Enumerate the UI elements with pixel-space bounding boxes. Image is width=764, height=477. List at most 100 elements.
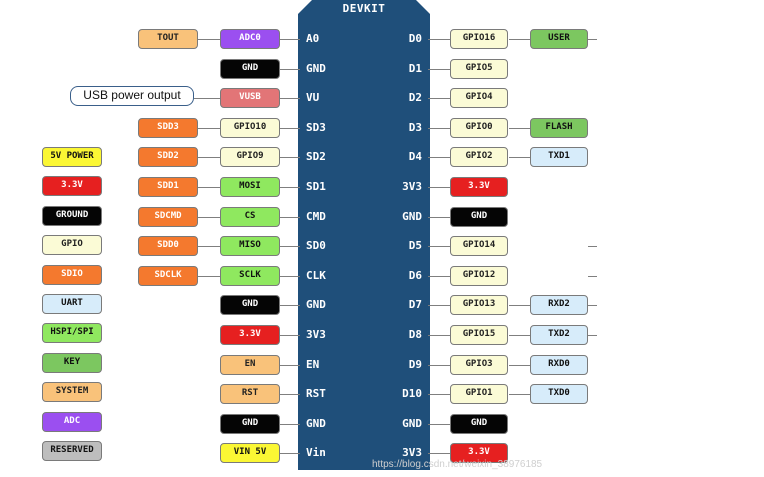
pin-connector-line [509,39,530,40]
pin-connector-line [588,335,597,336]
legend-item-key: KEY [42,353,102,373]
pin-function-key: FLASH [530,118,588,138]
pin-label-spi: MOSI [220,177,280,197]
board-pin-left: GND [306,62,326,75]
pin-function-uart: TXD2 [530,325,588,345]
usb-power-output-label: USB power output [70,86,194,106]
board-pin-left: SD3 [306,121,326,134]
pin-label-gpio: GPIO15 [450,325,508,345]
pin-connector-line [509,128,530,129]
pin-function-uart: TXD0 [530,384,588,404]
pin-connector-line [428,246,452,247]
legend-item-res: RESERVED [42,441,102,461]
board-pin-left: EN [306,358,320,371]
board-pin-right: D7 [408,298,422,311]
legend-item-uart: UART [42,294,102,314]
pin-connector-line [428,276,452,277]
pin-connector-line [198,157,220,158]
pin-connector-line [509,365,530,366]
watermark: https://blog.csdn.net/weixin_38976185 [372,459,543,470]
pin-connector-line [280,365,300,366]
pin-connector-line [198,128,220,129]
pin-label-gpio: GPIO3 [450,355,508,375]
pin-connector-line [428,187,452,188]
legend-item-gpio: GPIO [42,235,102,255]
board-pin-right: GND [402,210,422,223]
pin-connector-line [428,365,452,366]
pin-label-spi: CS [220,207,280,227]
board-title: DEVKIT [342,2,386,15]
pin-connector-line [198,187,220,188]
pin-connector-line [509,157,530,158]
board-pin-left: RST [306,387,326,400]
pin-connector-line [509,305,530,306]
board-pin-right: 3V3 [402,180,422,193]
pin-label-spi: SCLK [220,266,280,286]
pin-connector-line [198,217,220,218]
pin-label-gnd: GND [220,295,280,315]
board-pin-left: SD2 [306,150,326,163]
pin-label-gpio: GPIO12 [450,266,508,286]
board-pin-right: D8 [408,328,422,341]
pin-label-gpio: GPIO9 [220,147,280,167]
usb-connector-line [194,98,220,99]
pin-connector-line [428,69,452,70]
pin-label-pow: 3.3V [450,443,508,463]
legend-item-sdio: SDIO [42,265,102,285]
pin-connector-line [428,305,452,306]
legend-item-sys: SYSTEM [42,382,102,402]
legend-item-v5: 5V POWER [42,147,102,167]
pin-label-gpio: GPIO1 [450,384,508,404]
pin-function-sdio: SDD3 [138,118,198,138]
pin-label-gnd: GND [220,414,280,434]
board-pin-left: CMD [306,210,326,223]
pin-connector-line [509,394,530,395]
devkit-board [298,0,430,470]
pin-connector-line [280,424,300,425]
pin-function-uart: RXD2 [530,295,588,315]
legend-item-adc: ADC [42,412,102,432]
pin-connector-line [280,217,300,218]
pin-function-sdio: SDCLK [138,266,198,286]
board-pin-left: 3V3 [306,328,326,341]
pin-label-spi: MISO [220,236,280,256]
board-pin-left: VU [306,91,320,104]
pin-connector-line [280,157,300,158]
board-pin-right: D9 [408,358,422,371]
pin-label-gnd: GND [450,414,508,434]
pin-function-sdio: SDCMD [138,207,198,227]
board-pin-left: SD0 [306,239,326,252]
pin-label-sys: RST [220,384,280,404]
pin-connector-line [428,39,452,40]
pin-label-gnd: GND [450,207,508,227]
pin-label-adc: ADC0 [220,29,280,49]
pin-connector-line [588,276,597,277]
pin-label-pow: 3.3V [450,177,508,197]
pin-label-sys: EN [220,355,280,375]
board-pin-right: D10 [402,387,422,400]
pin-label-usb: VUSB [220,88,280,108]
pin-connector-line [280,187,300,188]
pin-connector-line [280,276,300,277]
pin-connector-line [198,246,220,247]
board-pin-right: D3 [408,121,422,134]
pin-connector-line [509,335,530,336]
pin-label-gpio: GPIO14 [450,236,508,256]
pin-label-gpio: GPIO0 [450,118,508,138]
pin-connector-line [280,69,300,70]
pin-connector-line [280,394,300,395]
pin-function-uart: TXD1 [530,147,588,167]
pin-label-gpio: GPIO16 [450,29,508,49]
pin-connector-line [280,246,300,247]
pin-label-gnd: GND [220,59,280,79]
pin-connector-line [428,394,452,395]
board-pin-right: D6 [408,269,422,282]
board-pin-left: A0 [306,32,320,45]
board-pin-right: D1 [408,62,422,75]
pin-connector-line [280,453,300,454]
pin-label-pow: 3.3V [220,325,280,345]
pin-connector-line [280,98,300,99]
board-pin-left: GND [306,417,326,430]
board-pin-left: CLK [306,269,326,282]
pin-label-gpio: GPIO2 [450,147,508,167]
